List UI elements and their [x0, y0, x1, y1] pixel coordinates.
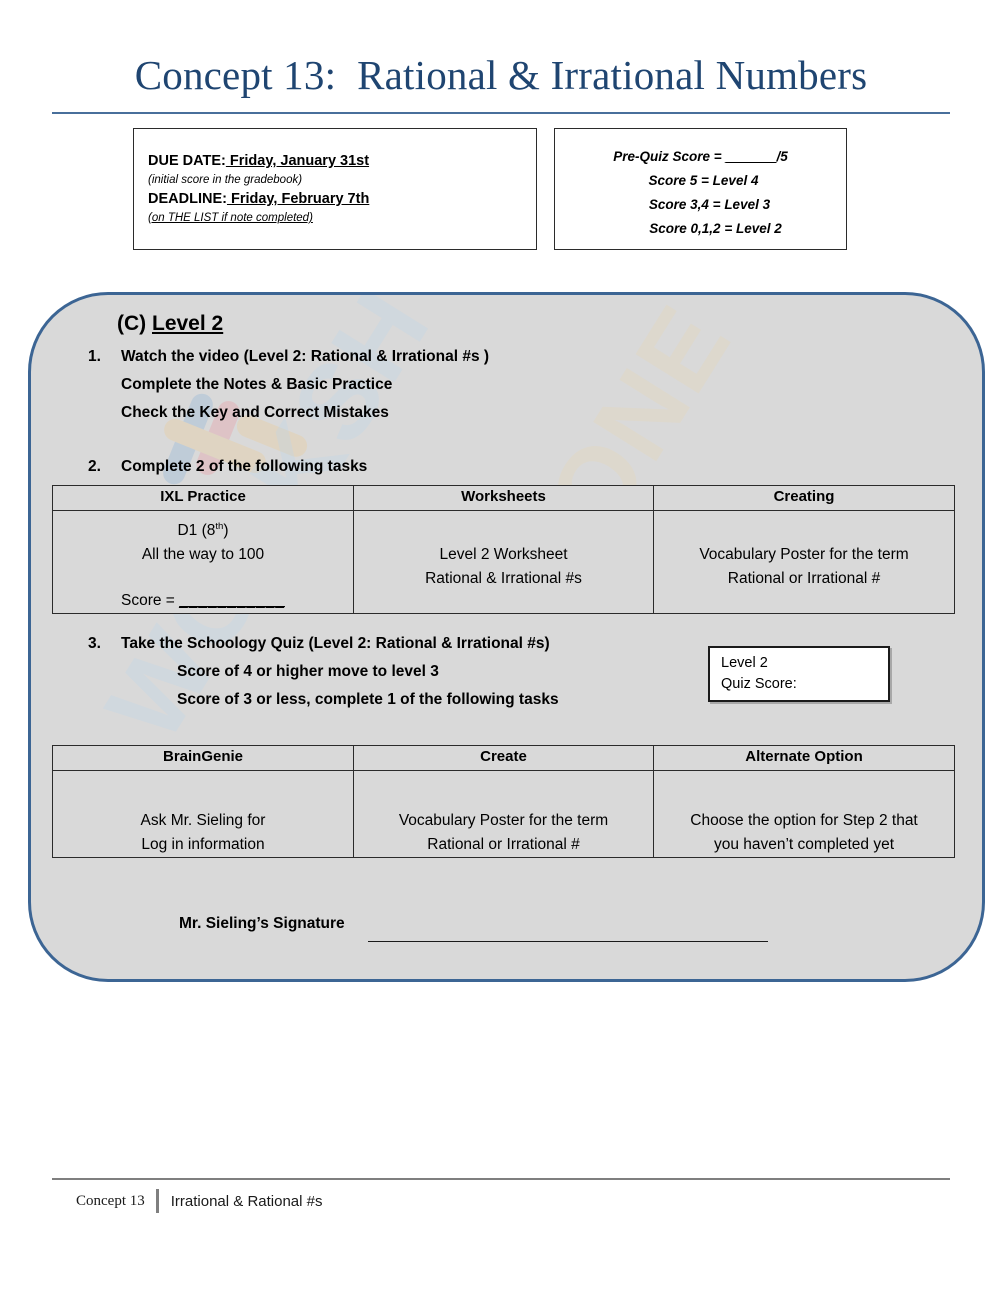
ixl-score-blank[interactable]: ___________ — [179, 592, 285, 610]
ixl-score-label: Score = — [121, 592, 180, 610]
alternate-line-1: Choose the option for Step 2 that — [690, 812, 918, 829]
quiz-score-box[interactable]: Level 2 Quiz Score: — [708, 646, 890, 702]
score-level-3: Score 3,4 = Level 3 — [648, 197, 771, 213]
column-header-ixl-practice: IXL Practice — [52, 485, 354, 511]
deadline-value: Friday, February 7th — [226, 191, 370, 208]
ixl-assignment-code: D1 (8 — [177, 522, 216, 539]
create-line-2: Rational or Irrational # — [427, 836, 580, 854]
footer: Concept 13 Irrational & Rational #s — [76, 1188, 323, 1214]
level-heading-prefix: (C) — [117, 312, 152, 335]
step-3-number: 3. — [88, 635, 101, 652]
table-header-row: BrainGenie Create Alternate Option — [52, 745, 955, 771]
table-row: Ask Mr. Sieling for Log in information V… — [52, 769, 955, 859]
score-level-4: Score 5 = Level 4 — [648, 173, 759, 189]
due-date-note: (initial score in the gradebook) — [148, 174, 303, 187]
braingenie-line-1: Ask Mr. Sieling for — [140, 812, 266, 829]
cell-creating[interactable]: Vocabulary Poster for the term Rational … — [653, 509, 955, 615]
deadline-note: (on THE LIST if note completed) — [148, 212, 313, 225]
cell-braingenie[interactable]: Ask Mr. Sieling for Log in information — [52, 769, 354, 859]
cell-create[interactable]: Vocabulary Poster for the term Rational … — [353, 769, 654, 859]
quiz-score-label: Quiz Score: — [721, 676, 797, 693]
cell-alternate-option[interactable]: Choose the option for Step 2 that you ha… — [653, 769, 955, 859]
score-level-2: Score 0,1,2 = Level 2 — [649, 221, 782, 237]
pre-quiz-score-label: Pre-Quiz Score = — [613, 149, 726, 164]
alternate-line-2: you haven’t completed yet — [713, 836, 895, 854]
title-divider — [52, 112, 950, 114]
ixl-score-entry[interactable]: Score = ___________ — [53, 567, 353, 613]
create-line-1: Vocabulary Poster for the term — [398, 812, 609, 829]
footer-concept: Concept 13 — [76, 1192, 145, 1209]
worksheet-name: Level 2 Worksheet — [439, 546, 568, 563]
column-header-worksheets: Worksheets — [353, 485, 654, 511]
footer-title: Irrational & Rational #s — [170, 1192, 323, 1210]
due-date-box: DUE DATE: Friday, January 31st (initial … — [133, 128, 537, 250]
footer-divider — [52, 1178, 950, 1180]
step-1-line-2: Complete the Notes & Basic Practice — [121, 376, 393, 393]
step-1-line-3: Check the Key and Correct Mistakes — [121, 404, 389, 421]
ixl-assignment-close: ) — [223, 522, 229, 539]
ixl-grade-superscript: th — [215, 520, 224, 532]
table-header-row: IXL Practice Worksheets Creating — [52, 485, 955, 511]
footer-separator — [155, 1189, 159, 1213]
level-2-panel: WORKSH ZONE (C) Level 2 1. Watch the vid… — [28, 292, 985, 982]
worksheet-topic: Rational & Irrational #s — [425, 570, 582, 588]
signature-line[interactable] — [368, 941, 768, 942]
creating-topic: Rational or Irrational # — [727, 570, 881, 588]
cell-worksheets[interactable]: Level 2 Worksheet Rational & Irrational … — [353, 509, 654, 615]
due-date-line: DUE DATE: Friday, January 31st — [148, 151, 528, 172]
page-title: Concept 13: Rational & Irrational Number… — [134, 52, 868, 98]
due-date-label: DUE DATE: — [148, 153, 226, 169]
quiz-score-level: Level 2 — [721, 655, 768, 671]
ixl-assignment: D1 (8th) — [53, 511, 353, 543]
step-2-line-1: Complete 2 of the following tasks — [121, 458, 368, 475]
table-row: D1 (8th) All the way to 100 Score = ____… — [52, 509, 955, 615]
column-header-create: Create — [353, 745, 654, 771]
level-heading-value: Level 2 — [152, 312, 224, 335]
ixl-target: All the way to 100 — [141, 546, 265, 564]
column-header-creating: Creating — [653, 485, 955, 511]
signature-label: Mr. Sieling’s Signature — [179, 915, 345, 932]
deadline-line: DEADLINE: Friday, February 7th — [148, 189, 528, 210]
step-3-line-2: Score of 4 or higher move to level 3 — [177, 663, 439, 680]
tasks-table-step-2: IXL Practice Worksheets Creating D1 (8th… — [52, 485, 955, 615]
step-2-number: 2. — [88, 458, 101, 475]
pre-quiz-score-total: /5 — [776, 149, 788, 164]
pre-quiz-score-blank[interactable]: ______ — [725, 149, 777, 164]
cell-ixl-practice[interactable]: D1 (8th) All the way to 100 Score = ____… — [52, 509, 354, 615]
pre-quiz-score-line: Pre-Quiz Score = ______/5 — [555, 145, 846, 169]
column-header-alternate-option: Alternate Option — [653, 745, 955, 771]
level-heading: (C) Level 2 — [117, 312, 223, 336]
column-header-braingenie: BrainGenie — [52, 745, 354, 771]
pre-quiz-score-box: Pre-Quiz Score = ______/5 Score 5 = Leve… — [554, 128, 847, 250]
step-1-line-1: Watch the video (Level 2: Rational & Irr… — [121, 348, 490, 365]
creating-task: Vocabulary Poster for the term — [699, 546, 909, 563]
tasks-table-step-3: BrainGenie Create Alternate Option Ask M… — [52, 745, 955, 859]
braingenie-line-2: Log in information — [141, 836, 265, 854]
step-1-number: 1. — [88, 348, 101, 365]
step-3-line-3: Score of 3 or less, complete 1 of the fo… — [177, 691, 559, 708]
due-date-value: Friday, January 31st — [225, 153, 370, 169]
deadline-label: DEADLINE: — [148, 191, 227, 208]
step-3-line-1: Take the Schoology Quiz (Level 2: Ration… — [121, 635, 550, 652]
